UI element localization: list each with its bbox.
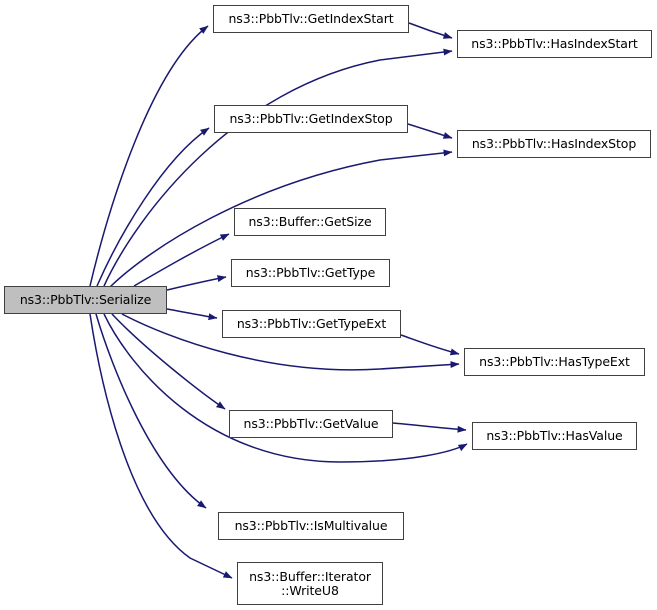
graph-edge-get_index_start-to-has_index_start (408, 22, 453, 39)
graph-edge-get_type_ext-to-has_type_ext (400, 334, 460, 356)
graph-node-get_index_stop[interactable]: ns3::PbbTlv::GetIndexStop (214, 105, 408, 133)
graph-node-label: ns3::PbbTlv::Serialize (19, 292, 152, 307)
graph-node-label: ns3::PbbTlv::HasIndexStop (471, 136, 637, 151)
graph-node-label: ns3::Buffer::GetSize (248, 214, 372, 229)
graph-node-label: ns3::PbbTlv::HasTypeExt (479, 354, 630, 369)
graph-edge-serialize-to-get_type (166, 275, 227, 291)
graph-edge-serialize-to-write_u8 (89, 313, 233, 579)
graph-node-serialize[interactable]: ns3::PbbTlv::Serialize (4, 286, 167, 314)
graph-node-label: ns3::PbbTlv::GetTypeExt (236, 316, 387, 331)
graph-node-label: ns3::PbbTlv::GetType (245, 265, 376, 280)
graph-edge-serialize-to-get_index_stop (96, 127, 210, 287)
graph-edge-serialize-to-get_value (111, 313, 226, 410)
graph-node-get_type[interactable]: ns3::PbbTlv::GetType (231, 259, 390, 287)
graph-node-label: ns3::PbbTlv::GetIndexStart (228, 11, 394, 26)
graph-node-is_multivalue[interactable]: ns3::PbbTlv::IsMultivalue (218, 512, 404, 540)
graph-edge-serialize-to-get_type_ext (166, 308, 218, 321)
graph-node-label: ns3::PbbTlv::GetIndexStop (229, 111, 393, 126)
graph-node-label: ns3::Buffer::Iterator ::WriteU8 (249, 568, 371, 598)
graph-edge-serialize-to-get_size (133, 233, 230, 287)
graph-edge-serialize-to-get_index_start (89, 25, 209, 287)
graph-node-get_value[interactable]: ns3::PbbTlv::GetValue (229, 410, 393, 438)
graph-node-label: ns3::PbbTlv::HasIndexStart (471, 36, 638, 51)
graph-edge-serialize-to-has_index_start (103, 48, 453, 287)
graph-node-write_u8[interactable]: ns3::Buffer::Iterator ::WriteU8 (237, 562, 383, 605)
graph-node-has_type_ext[interactable]: ns3::PbbTlv::HasTypeExt (464, 348, 645, 376)
graph-node-has_value[interactable]: ns3::PbbTlv::HasValue (472, 422, 637, 450)
graph-node-label: ns3::PbbTlv::GetValue (243, 416, 379, 431)
graph-node-get_type_ext[interactable]: ns3::PbbTlv::GetTypeExt (222, 310, 401, 338)
graph-edge-get_value-to-has_value (392, 422, 467, 433)
graph-node-label: ns3::PbbTlv::IsMultivalue (234, 518, 388, 533)
graph-node-get_size[interactable]: ns3::Buffer::GetSize (234, 208, 386, 236)
graph-edge-serialize-to-is_multivalue (95, 313, 207, 509)
graph-node-get_index_start[interactable]: ns3::PbbTlv::GetIndexStart (213, 5, 409, 33)
graph-node-label: ns3::PbbTlv::HasValue (486, 428, 623, 443)
graph-node-has_index_start[interactable]: ns3::PbbTlv::HasIndexStart (457, 30, 652, 58)
graph-edge-get_index_stop-to-has_index_stop (407, 123, 453, 139)
graph-node-has_index_stop[interactable]: ns3::PbbTlv::HasIndexStop (457, 130, 651, 158)
